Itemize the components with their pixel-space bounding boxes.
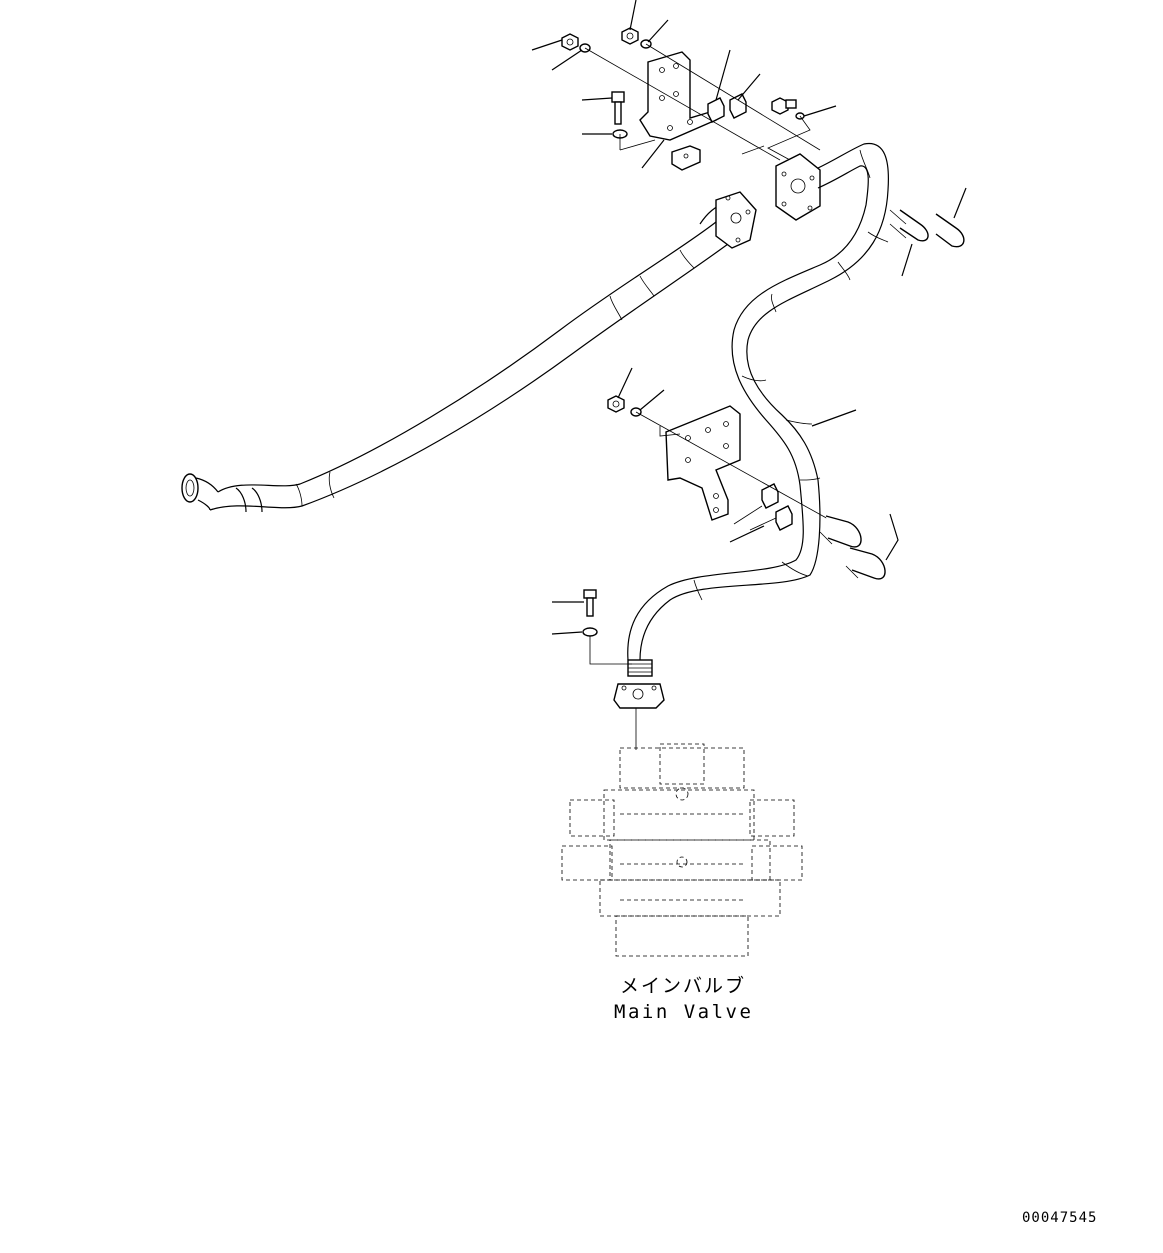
middle-bracket-assembly: [607, 367, 831, 543]
nut-left: [561, 33, 579, 51]
pipe-lower-fitting: [627, 659, 653, 677]
u-bolt-clamps-upper: [889, 187, 967, 277]
clamp-pad-2: [729, 93, 747, 119]
u-bolt-upper-2: [935, 213, 965, 248]
long-hose: [181, 191, 757, 513]
u-bolt-upper-1: [899, 209, 929, 242]
pipe-lower-flange: [613, 683, 665, 709]
component-label-english: Main Valve: [614, 1001, 753, 1023]
main-valve: [561, 743, 803, 957]
hydraulic-pipe: [613, 142, 889, 750]
component-label-japanese: メインバルブ: [620, 974, 746, 997]
nut-middle: [607, 395, 625, 413]
hose-end-flange-right: [699, 191, 757, 249]
u-bolt-lower-1: [825, 515, 862, 548]
u-bolt-clamps-lower: [819, 513, 899, 580]
bolt-upper: [611, 91, 625, 125]
middle-bracket: [665, 405, 741, 521]
upper-bracket-assembly: [531, 0, 837, 171]
hose-end-fitting-left: [181, 473, 263, 513]
clamp-pad-3: [761, 483, 779, 509]
clamp-pad-4: [775, 505, 793, 531]
drawing-number: 00047545: [1022, 1210, 1097, 1226]
clamp-pad-1: [707, 97, 725, 123]
nut-top: [621, 27, 639, 45]
lower-fasteners: [551, 589, 632, 665]
bolt-lower: [583, 589, 597, 617]
bolt-flange-small: [771, 97, 797, 115]
u-bolt-lower-2: [849, 547, 886, 580]
washer-lower: [582, 627, 598, 637]
pipe-upper-flange: [775, 153, 821, 221]
